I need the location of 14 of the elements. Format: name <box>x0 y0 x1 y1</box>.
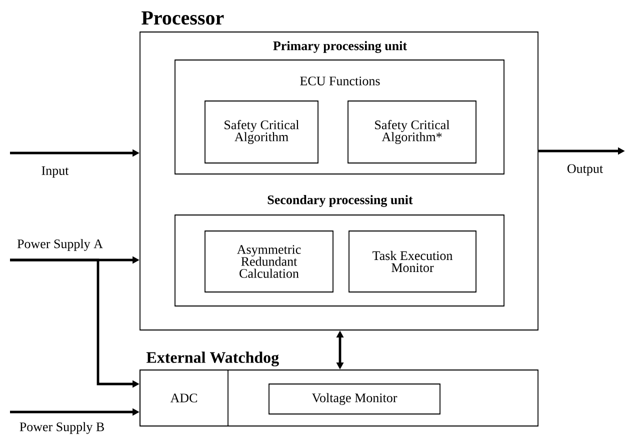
edge-label: Power Supply A <box>17 239 103 251</box>
node-label: External Watchdog <box>146 352 279 366</box>
edge-label: Power Supply B <box>20 422 104 434</box>
function-box: Asymmetric Redundant Calculation <box>204 230 334 292</box>
monitor-box: Voltage Monitor <box>268 384 440 414</box>
node-label: Primary processing unit <box>273 41 407 53</box>
node-label: Processor <box>142 11 224 25</box>
edge-label: Output <box>567 164 603 176</box>
adc-cell: ADC <box>140 370 228 426</box>
function-box: Task Execution Monitor <box>348 230 476 292</box>
function-box: Safety Critical Algorithm* <box>348 100 476 164</box>
node-label: Secondary processing unit <box>268 195 413 207</box>
edge-label: Input <box>42 166 69 178</box>
function-box: Safety Critical Algorithm <box>204 100 318 164</box>
